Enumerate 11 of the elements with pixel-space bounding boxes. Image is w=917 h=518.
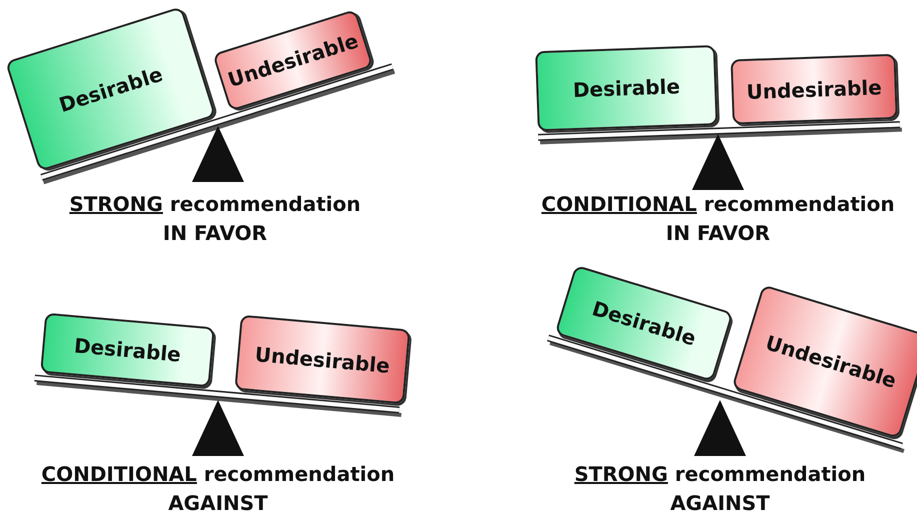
weight-block <box>535 45 718 132</box>
weight-block <box>730 54 898 125</box>
block-label: Undesirable <box>254 342 391 378</box>
weight-block <box>40 312 215 388</box>
recommendation-caption: STRONG recommendation IN FAVOR <box>69 191 361 247</box>
block-label: Desirable <box>572 74 680 102</box>
block-label: Desirable <box>73 333 182 367</box>
recommendation-caption: CONDITIONAL recommendation AGAINST <box>41 461 395 517</box>
block-label: Undesirable <box>746 74 882 104</box>
recommendation-caption: CONDITIONAL recommendation IN FAVOR <box>541 191 895 247</box>
recommendation-caption: STRONG recommendation AGAINST <box>574 461 866 517</box>
